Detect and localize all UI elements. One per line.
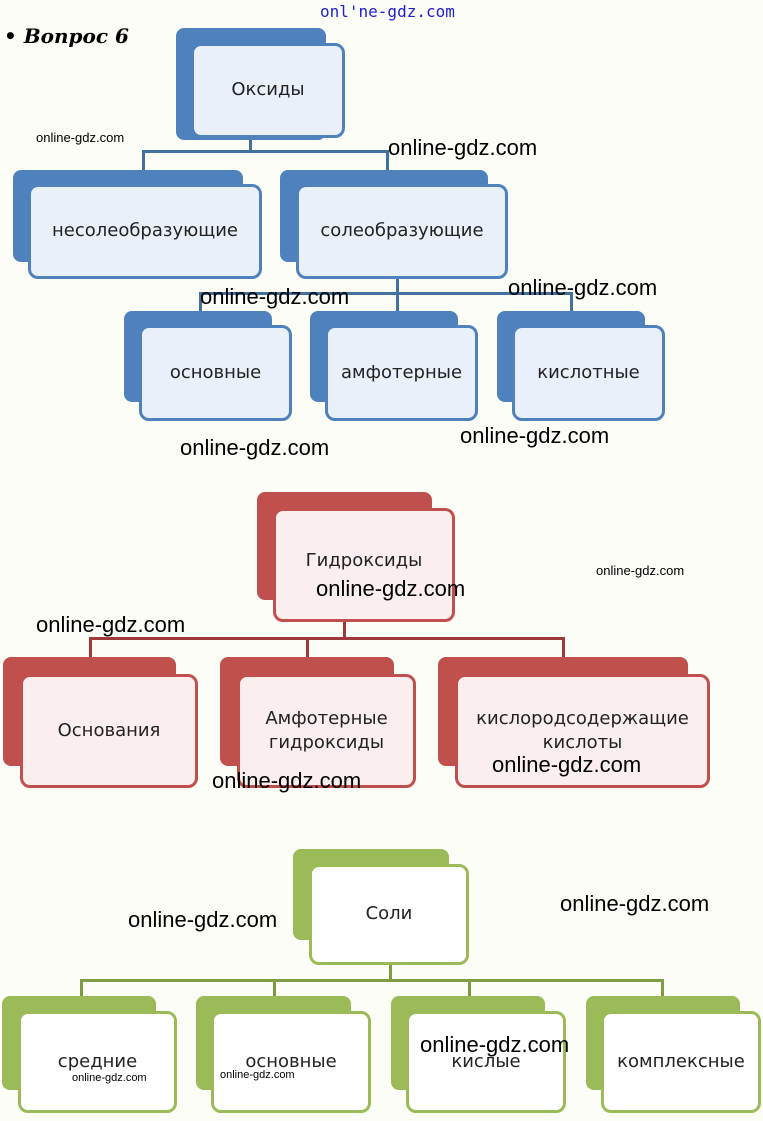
watermark: online-gdz.com — [72, 1072, 147, 1084]
node-hydroxides: Гидроксиды — [273, 508, 455, 622]
node-label: Соли — [365, 903, 413, 925]
watermark: online-gdz.com — [212, 768, 362, 793]
node-complex-salts: комплексные — [601, 1011, 761, 1113]
watermark: online-gdz.com — [560, 891, 710, 916]
watermark: online-gdz.com — [460, 423, 610, 448]
node-basic-salts: основные — [211, 1011, 371, 1113]
node-acidic-oxides: кислотные — [512, 325, 665, 421]
node-oxygen-acids: кислородсодержащие кислоты — [455, 674, 710, 788]
connector — [273, 979, 276, 997]
connector — [249, 136, 252, 152]
node-label: основные — [245, 1050, 337, 1072]
watermark: online-gdz.com — [420, 1032, 570, 1057]
connector — [306, 637, 309, 657]
node-bases: Основания — [20, 674, 198, 788]
watermark: online-gdz.com — [508, 275, 658, 300]
connector — [468, 979, 471, 997]
connector — [389, 963, 392, 981]
watermark: online-gdz.com — [596, 563, 685, 578]
node-label: кислые — [451, 1050, 521, 1072]
node-amphoteric-hydroxides: Амфотерные гидроксиды — [237, 674, 416, 788]
node-amphoteric-oxides: амфотерные — [325, 325, 478, 421]
watermark: online-gdz.com — [36, 612, 186, 637]
connector — [386, 150, 389, 172]
watermark: online-gdz.com — [388, 135, 538, 160]
node-label: солеобразующие — [320, 220, 484, 242]
node-label: Оксиды — [231, 79, 305, 101]
connector — [89, 637, 565, 640]
watermark: online-gdz.com — [316, 576, 466, 601]
node-label: несолеобразующие — [51, 220, 238, 242]
question-title: • Вопрос 6 — [4, 24, 129, 48]
node-non-salt-forming: несолеобразующие — [28, 184, 262, 279]
connector — [142, 150, 145, 172]
connector — [80, 979, 664, 982]
node-label: Амфотерные гидроксиды — [265, 707, 388, 753]
node-oxides: Оксиды — [191, 43, 345, 138]
node-label: амфотерные — [340, 361, 463, 383]
connector — [396, 292, 399, 312]
watermark: online-gdz.com — [36, 130, 125, 145]
watermark: online-gdz.com — [180, 435, 330, 460]
connector — [661, 979, 664, 997]
connector — [199, 292, 571, 295]
connector — [89, 637, 92, 657]
watermark: online-gdz.com — [200, 284, 350, 309]
node-label: Основания — [57, 719, 161, 741]
node-normal-salts: средние — [18, 1011, 177, 1113]
node-label: комплексные — [617, 1050, 745, 1072]
node-label: основные — [169, 361, 262, 383]
connector — [199, 292, 202, 312]
node-label: кислородсодержащие кислоты — [476, 707, 689, 753]
watermark: online-gdz.com — [220, 1069, 295, 1081]
connector — [570, 292, 573, 312]
node-salt-forming: солеобразующие — [296, 184, 508, 279]
connector — [80, 979, 83, 997]
node-salts: Соли — [309, 864, 469, 965]
connector — [343, 620, 346, 639]
top-watermark: onl'ne-gdz.com — [320, 2, 455, 21]
node-label: кислотные — [537, 361, 640, 383]
connector — [142, 150, 388, 153]
node-label: Гидроксиды — [305, 549, 423, 571]
watermark: online-gdz.com — [128, 907, 278, 932]
node-acid-salts: кислые — [406, 1011, 566, 1113]
connector — [396, 277, 399, 293]
node-label: средние — [57, 1050, 138, 1072]
connector — [562, 637, 565, 657]
watermark: online-gdz.com — [492, 752, 642, 777]
node-basic-oxides: основные — [139, 325, 292, 421]
